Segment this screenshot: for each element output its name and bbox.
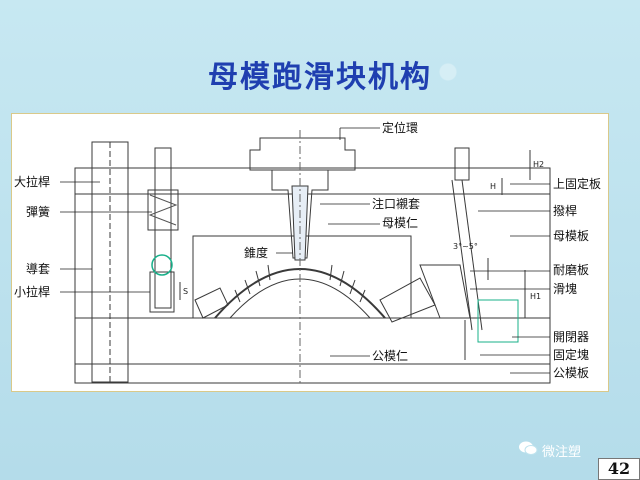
small-tie-rod-highlight: [151, 254, 173, 276]
page-number: 42: [598, 458, 640, 480]
diagram-panel: [11, 113, 609, 392]
locating-ring-shape: [249, 137, 356, 171]
label-slider: 滑塊: [553, 282, 578, 296]
opener-shape: [477, 299, 519, 343]
watermark-text: 微注塑: [542, 445, 582, 460]
label-core-plate: 公模板: [553, 366, 590, 380]
right-slider-shape: [379, 277, 436, 323]
label-cavity-insert: 母模仁: [382, 216, 419, 230]
label-small-tie-rod: 小拉桿: [14, 285, 51, 299]
label-fixing-block: 固定塊: [553, 348, 590, 362]
dim-h1: H1: [530, 292, 542, 301]
label-opener: 開閉器: [553, 330, 590, 344]
label-guide-bushing: 導套: [26, 262, 51, 276]
left-slider-shape: [194, 287, 229, 319]
slide-title: 母模跑滑块机构: [208, 60, 432, 95]
label-spring: 彈簧: [26, 205, 51, 219]
label-taper: 錐度: [244, 246, 269, 260]
label-locating-ring: 定位環: [382, 121, 419, 135]
label-sprue-bushing: 注口襯套: [372, 197, 421, 211]
label-large-tie-rod: 大拉桿: [14, 175, 51, 189]
dim-h2: H2: [533, 160, 545, 169]
dim-angle: 3°~5°: [453, 242, 478, 251]
mold-outline: [74, 167, 551, 384]
label-core-insert: 公模仁: [372, 349, 409, 363]
label-guide-pin: 撥桿: [553, 204, 578, 218]
dim-h: H: [490, 182, 497, 191]
dim-s: S: [183, 287, 189, 296]
wechat-icon: [519, 441, 538, 455]
label-wear-plate: 耐磨板: [553, 263, 590, 277]
label-cavity-plate: 母模板: [553, 229, 590, 243]
small-tie-rod-shape: [154, 147, 172, 309]
label-top-clamp-plate: 上固定板: [553, 177, 602, 191]
